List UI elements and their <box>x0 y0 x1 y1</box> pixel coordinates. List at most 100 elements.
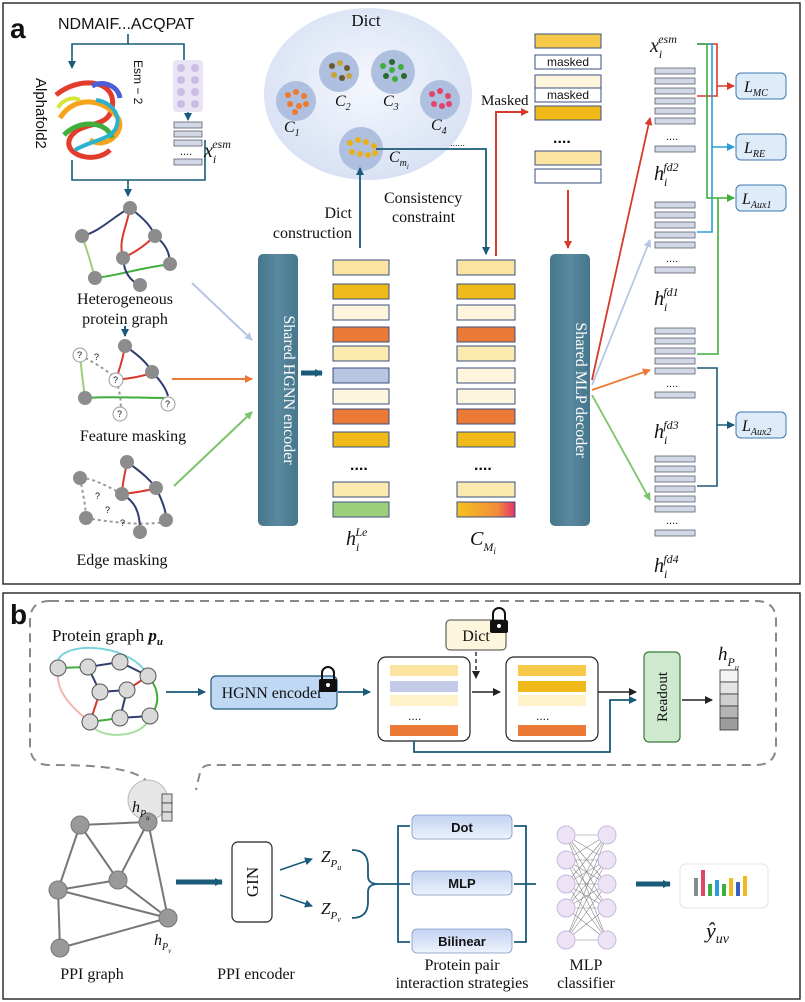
sequence-connectors <box>68 34 206 197</box>
cluster-3-dots <box>380 59 407 82</box>
esm-embedding-block <box>173 60 203 112</box>
strategy-left-connectors <box>397 825 410 943</box>
ppi-graph-edges <box>57 821 169 949</box>
cluster-2-dots <box>329 60 352 81</box>
ppi-hpu-vector <box>161 793 173 822</box>
masked-row-1: masked <box>547 55 589 69</box>
edge-masking-label: Edge masking <box>76 552 167 569</box>
x-esm-right-label: xiesm <box>649 32 677 61</box>
masked-arrow <box>495 108 529 256</box>
consistency-arrow <box>376 148 490 255</box>
strategy-bilinear: Bilinear <box>438 934 486 949</box>
strategy-dot: Dot <box>451 820 473 835</box>
svg-text:?: ? <box>105 505 110 515</box>
dict-construction-label-1: Dict <box>324 205 352 222</box>
shared-mlp-decoder-label: Shared MLP decoder <box>572 322 589 458</box>
protein-structure-image <box>54 80 123 160</box>
esm-embedding-dots <box>177 64 199 108</box>
fd4-ellipsis: .... <box>666 515 678 527</box>
consistency-label-1: Consistency <box>384 190 462 207</box>
fd3-ellipsis: .... <box>666 378 678 390</box>
interaction-label-2: interaction strategies <box>396 975 529 992</box>
arrow-decoder-to-fd1 <box>591 239 652 386</box>
hle-label: hiLe <box>346 525 368 554</box>
loss-aux1: LAux1 <box>741 191 771 211</box>
gin-label: GIN <box>243 867 262 897</box>
hgnn-encoder-label: HGNN encoder <box>222 685 324 702</box>
cmi-label: CMi <box>470 528 496 556</box>
arrow-gin-to-zpu <box>279 857 313 871</box>
residual-arrow <box>413 696 637 753</box>
edge-masking-nodes <box>73 455 173 539</box>
svg-text:?: ? <box>120 518 125 528</box>
panel-a-frame <box>2 2 801 585</box>
cmi-ellipsis: .... <box>474 457 492 474</box>
fd1-label: hifd1 <box>654 285 679 314</box>
shared-hgnn-encoder-label: Shared HGNN encoder <box>280 315 297 465</box>
embedding-box-1-ellipsis: .... <box>408 709 421 723</box>
alphafold-label: Alphafold2 <box>32 78 49 149</box>
dict-clusters <box>276 50 460 171</box>
protein-graph-title: Protein graph pu <box>52 626 163 648</box>
dict-lock-icon <box>490 607 508 633</box>
shared-mlp-decoder <box>550 254 590 526</box>
svg-text:?: ? <box>77 350 82 360</box>
mlp-network-nodes <box>556 825 617 950</box>
arrow-gin-to-zpv <box>279 894 313 908</box>
readout-box <box>643 651 681 743</box>
feature-masking-question-marks: ?? ?? ? <box>77 350 170 419</box>
panel-a-letter: a <box>10 13 26 44</box>
cmi-column <box>456 259 516 518</box>
feature-masking-nodes <box>72 339 176 422</box>
ppi-hpu-label: hPu <box>132 799 150 822</box>
hgnn-encoder-box <box>210 675 338 710</box>
fd3-stack <box>654 327 696 399</box>
heterogeneous-graph-nodes <box>75 201 177 292</box>
arrow-decoder-to-fd2 <box>591 117 653 381</box>
hpu-label: hPu <box>718 644 739 672</box>
cluster-3-label: C3 <box>383 93 399 113</box>
ppi-graph-label: PPI graph <box>60 966 124 983</box>
arrow-decoder-to-fd4 <box>591 394 651 501</box>
masked-label: Masked <box>481 93 529 109</box>
hle-column <box>332 259 390 518</box>
hpu-vector <box>719 669 739 731</box>
masked-column <box>534 33 602 184</box>
fd1-stack <box>654 201 696 274</box>
prediction-bars-icon <box>694 870 747 896</box>
zpv-label: ZPv <box>321 899 341 924</box>
consistency-label-2: constraint <box>392 209 456 226</box>
fd2-label: hifd2 <box>654 160 679 189</box>
loss-connectors <box>697 43 735 487</box>
dict-title: Dict <box>351 11 381 30</box>
panel-b-letter: b <box>10 599 27 630</box>
dict-construction-label-2: construction <box>273 225 352 242</box>
mlp-classifier-label-2: classifier <box>557 975 615 992</box>
svg-text:?: ? <box>165 399 170 409</box>
loss-mc: LMC <box>743 79 768 99</box>
y-hat-label: ŷuv <box>704 918 730 947</box>
loss-aux2: LAux2 <box>741 418 771 438</box>
svg-text:?: ? <box>113 375 118 385</box>
fd4-label: hifd4 <box>654 552 679 581</box>
cluster-mi-label: Cmi <box>389 149 409 171</box>
strategy-boxes <box>411 814 513 954</box>
readout-label: Readout <box>655 671 671 722</box>
hetero-graph-label-1: Heterogeneous <box>77 291 173 308</box>
loss-re: LRE <box>743 140 765 160</box>
svg-text:?: ? <box>94 352 99 362</box>
strategy-right-connectors <box>514 825 536 943</box>
dict-ellipse <box>264 8 472 180</box>
arrow-decoder-to-fd3 <box>591 368 651 391</box>
fd2-stack <box>654 67 696 153</box>
zpu-label: ZPu <box>321 847 341 872</box>
cluster-mi-dots <box>347 137 378 158</box>
masked-ellipsis: .... <box>553 130 571 147</box>
hle-ellipsis: .... <box>350 457 368 474</box>
ppi-encoder-label: PPI encoder <box>217 966 295 983</box>
svg-text:?: ? <box>95 491 100 501</box>
x-esm-label: xiesm <box>203 137 231 166</box>
x-esm-ellipsis: .... <box>180 146 192 158</box>
embedding-box-1-rows <box>390 665 458 736</box>
